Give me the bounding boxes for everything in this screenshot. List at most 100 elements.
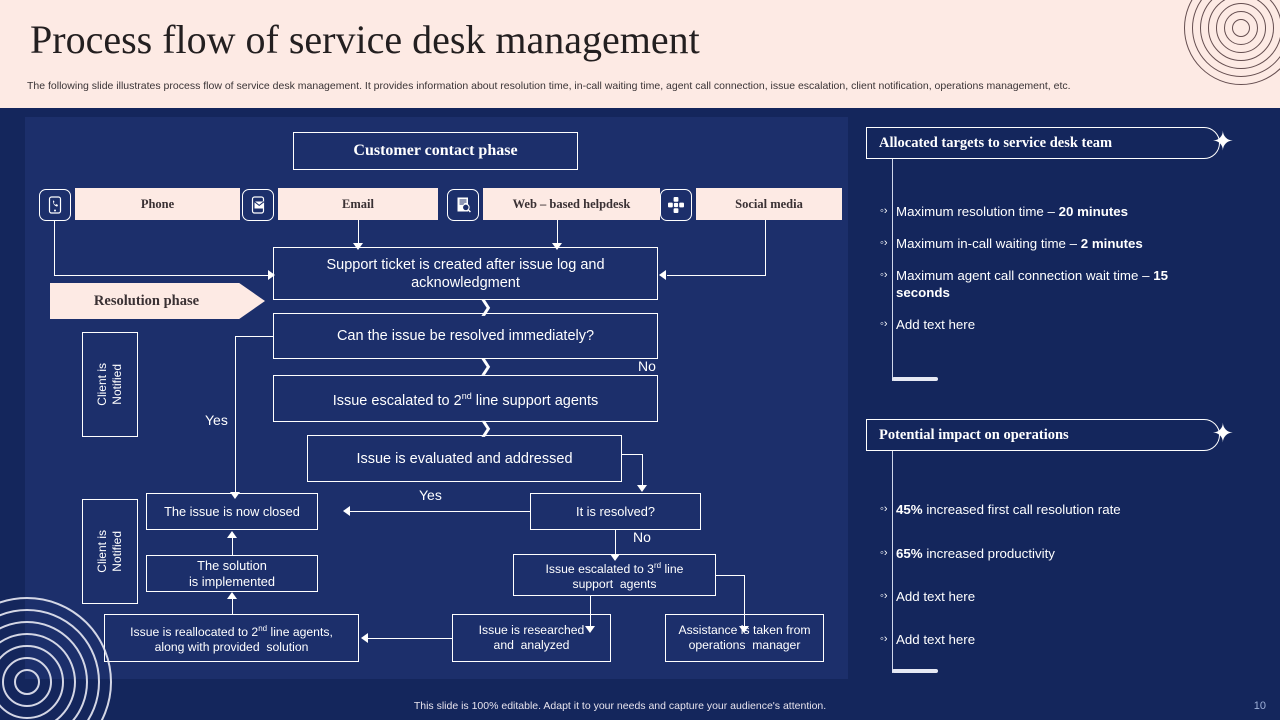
connector-web-down [557,220,558,244]
arrowhead-esc3-to-researched [585,626,595,633]
panel-2-stem-end [892,669,938,673]
flow-box-it-resolved[interactable]: It is resolved? [530,493,701,530]
customer-contact-phase-title: Customer contact phase [293,132,578,170]
arrowhead-eval-to-resolved [637,485,647,492]
potential-impact-panel: Potential impact on operations ✦ ◦› 45% … [866,419,1234,674]
list-item-text: Maximum resolution time – 20 minutes [896,204,1129,219]
client-notified-label-upper: Client is Notified [95,363,124,406]
connector-esc3-right [716,575,745,576]
connector-eval-down [642,454,643,486]
arrowhead-yes1-to-closed [230,492,240,499]
chevron-decision-to-escalate2: ❯ [479,358,493,375]
arrowhead-social-to-ticket [659,270,666,280]
process-flow-panel: Customer contact phase Phone Email Web –… [25,117,848,679]
arrowhead-esc3-to-assistance [739,626,749,633]
bullet-icon: ◦› [880,318,888,330]
list-item-text: Add text here [896,317,976,332]
bullet-icon: ◦› [880,269,888,281]
flow-box-escalate-2nd-line-text: Issue escalated to 2nd line support agen… [332,391,599,409]
bullet-icon: ◦› [880,633,888,645]
bullet-icon: ◦› [880,590,888,602]
sparkle-icon-2: ✦ [1212,418,1234,448]
arrowhead-yes2-to-closed [343,506,350,516]
bottom-left-rings-decoration [0,593,113,720]
slide-header: Process flow of service desk management … [0,0,1280,108]
bullet-icon: ◦› [880,503,888,515]
bullet-icon: ◦› [880,547,888,559]
connector-phone-down [54,220,55,275]
channel-chip-social-media[interactable]: Social media [696,188,842,220]
arrowhead-email-to-ticket [353,243,363,250]
sparkle-icon-1: ✦ [1212,126,1234,156]
flow-box-issue-now-closed[interactable]: The issue is now closed [146,493,318,530]
list-item[interactable]: ◦› Add text here [880,316,1180,333]
flow-box-escalate-2nd-line[interactable]: Issue escalated to 2nd line support agen… [273,375,658,422]
edge-label-no-1: No [638,358,656,374]
list-item-text: Maximum agent call connection wait time … [896,268,1168,300]
client-notified-label-lower: Client is Notified [95,530,124,573]
connector-researched-left [368,638,453,639]
connector-no2-down [615,530,616,556]
flow-box-reallocated[interactable]: Issue is reallocated to 2nd line agents,… [104,614,359,662]
connector-social-left [667,275,766,276]
document-search-icon [447,189,479,221]
mobile-email-icon [242,189,274,221]
resolution-phase-banner: Resolution phase [50,283,265,319]
edge-label-no-2: No [633,529,651,545]
bullet-icon: ◦› [880,237,888,249]
channel-chip-web-helpdesk[interactable]: Web – based helpdesk [483,188,660,220]
list-item-text: 45% increased first call resolution rate [896,502,1121,517]
allocated-targets-panel: Allocated targets to service desk team ✦… [866,127,1234,382]
list-item[interactable]: ◦› 65% increased productivity [880,545,1190,562]
list-item-text: Maximum in-call waiting time – 2 minutes [896,236,1143,251]
list-item[interactable]: ◦› Add text here [880,631,1190,648]
connector-yes1-down [235,336,236,493]
connector-assist-down [744,575,745,627]
page-subtitle: The following slide illustrates process … [27,80,1071,92]
connector-eval-right [622,454,643,455]
connector-phone-right [54,275,269,276]
panel-2-stem [892,451,893,673]
list-item[interactable]: ◦› Maximum resolution time – 20 minutes [880,203,1180,220]
connector-yes1-left [235,336,274,337]
potential-impact-title: Potential impact on operations [866,419,1220,451]
client-notified-box-lower: Client is Notified [82,499,138,604]
bullet-icon: ◦› [880,205,888,217]
flow-box-reallocated-text: Issue is reallocated to 2nd line agents,… [130,623,333,655]
list-item-text: Add text here [896,589,976,604]
list-item[interactable]: ◦› Add text here [880,588,1190,605]
flow-box-evaluated[interactable]: Issue is evaluated and addressed [307,435,622,482]
channel-chip-phone[interactable]: Phone [75,188,240,220]
connector-esc3-down [590,596,591,627]
edge-label-yes-1: Yes [205,412,228,428]
flow-box-support-ticket[interactable]: Support ticket is created after issue lo… [273,247,658,300]
channel-chip-email[interactable]: Email [278,188,438,220]
connector-email-down [358,220,359,244]
page-title: Process flow of service desk management [30,17,700,62]
list-item-text: 65% increased productivity [896,546,1055,561]
arrowhead-solution-to-closed [227,531,237,538]
list-item[interactable]: ◦› Maximum in-call waiting time – 2 minu… [880,235,1180,252]
chevron-ticket-to-decision: ❯ [479,299,493,316]
list-item-text: Add text here [896,632,976,647]
arrowhead-researched-to-realloc [361,633,368,643]
list-item[interactable]: ◦› Maximum agent call connection wait ti… [880,267,1180,301]
edge-label-yes-2: Yes [419,487,442,503]
client-notified-box-upper: Client is Notified [82,332,138,437]
flow-box-can-resolve[interactable]: Can the issue be resolved immediately? [273,313,658,359]
social-network-icon [660,189,692,221]
connector-solution-up [232,538,233,555]
list-item[interactable]: ◦› 45% increased first call resolution r… [880,501,1190,518]
chevron-escalate2-to-evaluated: ❯ [479,420,493,437]
connector-realloc-up [232,599,233,614]
arrowhead-no2-to-escalate3 [610,554,620,561]
